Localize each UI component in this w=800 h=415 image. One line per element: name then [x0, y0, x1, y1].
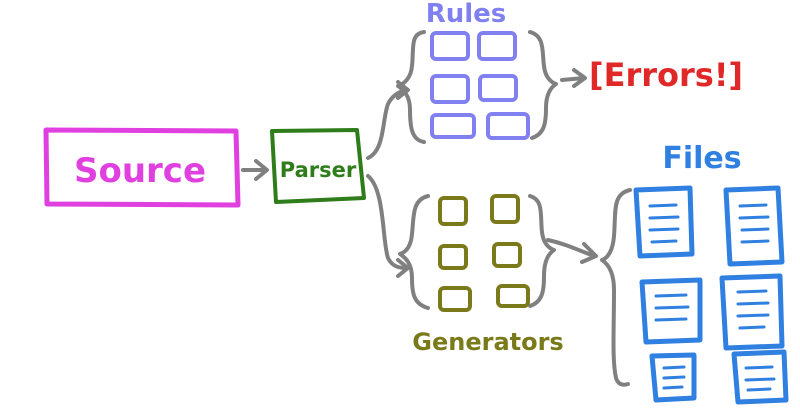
- generator-card: [438, 244, 468, 270]
- arrow-generators-to-files: [546, 238, 598, 264]
- rule-card: [430, 74, 470, 104]
- source-node: Source: [43, 127, 241, 208]
- rule-card: [430, 31, 470, 61]
- generator-card: [438, 196, 468, 226]
- errors-node: [Errors!]: [589, 56, 743, 94]
- source-label: Source: [74, 151, 206, 191]
- arrow-source-to-parser: [241, 159, 269, 181]
- file-icon: [719, 273, 785, 351]
- generators-left-brace: [398, 194, 430, 310]
- rules-left-brace: [396, 30, 426, 144]
- errors-label: [Errors!]: [589, 56, 743, 94]
- files-left-brace: [600, 188, 632, 387]
- arrow-parser-to-rules: [366, 80, 410, 160]
- rules-group: Rules: [396, 0, 558, 144]
- rule-card: [486, 112, 530, 140]
- generator-card: [496, 284, 530, 308]
- rules-right-brace: [528, 30, 558, 140]
- file-icon: [639, 277, 703, 345]
- generators-group: Generators: [398, 194, 564, 356]
- rule-card: [478, 74, 518, 102]
- arrow-parser-to-generators: [366, 174, 410, 278]
- generator-card: [490, 194, 520, 224]
- parser-node: Parser: [270, 128, 366, 204]
- file-icon: [731, 349, 789, 405]
- generators-right-brace: [528, 194, 556, 308]
- rule-card: [430, 113, 476, 139]
- generators-label: Generators: [412, 328, 563, 356]
- file-icon: [633, 185, 695, 259]
- rules-label: Rules: [426, 0, 507, 29]
- rule-card: [477, 31, 517, 61]
- files-group: Files: [600, 141, 789, 405]
- file-icon: [649, 352, 697, 403]
- generator-card: [492, 242, 522, 268]
- parser-label: Parser: [280, 158, 357, 182]
- file-icon: [723, 185, 785, 267]
- arrow-rules-to-errors: [560, 68, 587, 88]
- generator-card: [438, 286, 472, 312]
- files-label: Files: [662, 141, 741, 176]
